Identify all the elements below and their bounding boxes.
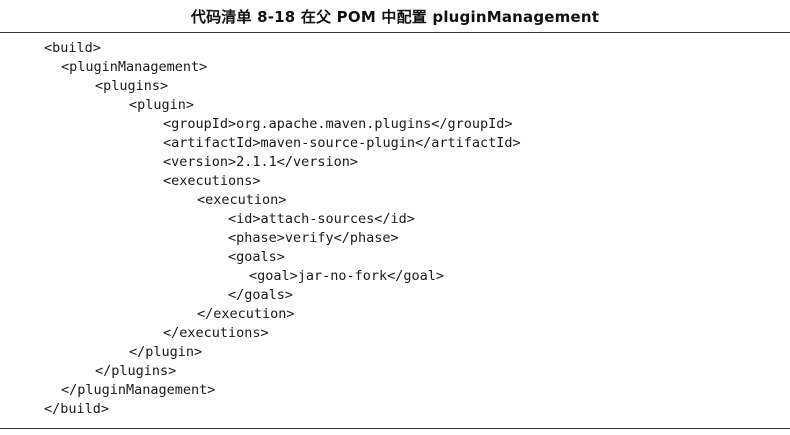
code-line: </plugin> (129, 344, 203, 360)
code-line: <plugin> (129, 97, 195, 113)
code-line: <phase>verify</phase> (228, 230, 399, 246)
code-line: <goal>jar-no-fork</goal> (249, 268, 445, 284)
code-line: <plugins> (95, 78, 169, 94)
code-line: </execution> (197, 306, 295, 322)
code-line: </pluginManagement> (61, 382, 216, 398)
code-line: </plugins> (95, 363, 177, 379)
code-line: <artifactId>maven-source-plugin</artifac… (163, 135, 521, 151)
code-listing: <build> <pluginManagement> <plugins> <pl… (44, 39, 521, 419)
code-line: <goals> (228, 249, 285, 265)
code-line: <pluginManagement> (61, 59, 208, 75)
code-line: <executions> (163, 173, 261, 189)
code-line: <version>2.1.1</version> (163, 154, 359, 170)
code-line: <build> (44, 40, 101, 56)
bottom-rule (0, 428, 790, 429)
code-line: </build> (44, 401, 110, 417)
code-line: <id>attach-sources</id> (228, 211, 415, 227)
listing-caption: 代码清单 8-18 在父 POM 中配置 pluginManagement (190, 8, 600, 26)
code-line: </executions> (163, 325, 269, 341)
code-line: <execution> (197, 192, 287, 208)
top-rule (0, 32, 790, 33)
code-line: <groupId>org.apache.maven.plugins</group… (163, 116, 513, 132)
code-line: </goals> (228, 287, 294, 303)
